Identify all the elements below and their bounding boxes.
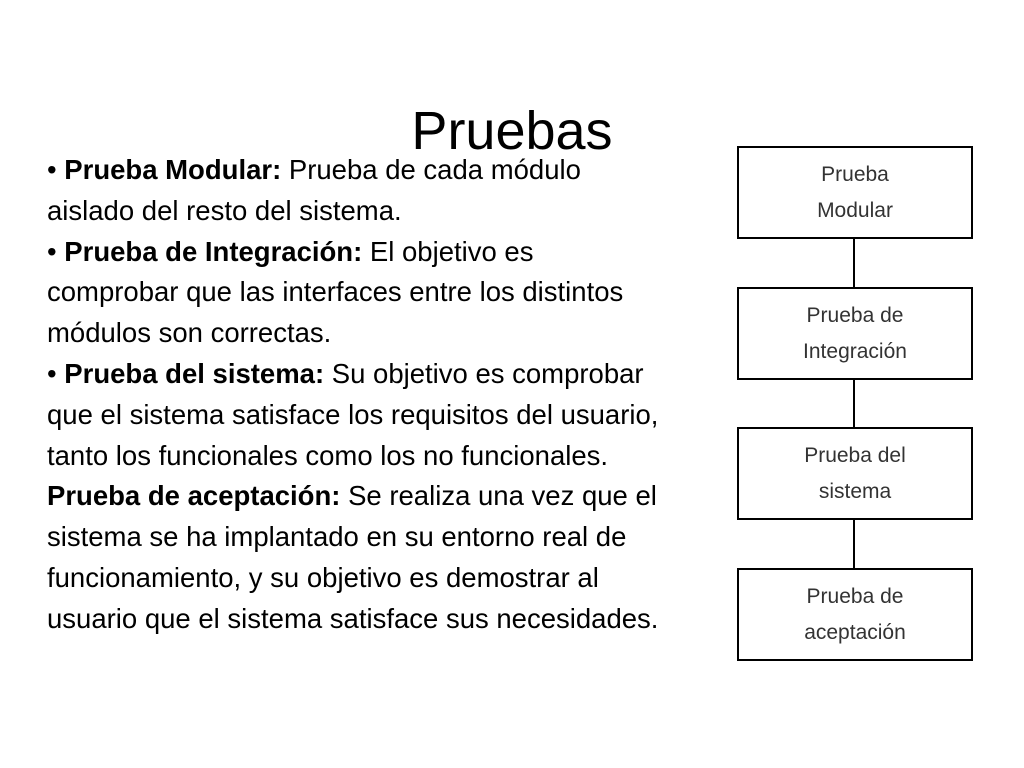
flow-box-label-line2: aceptación — [804, 620, 906, 644]
flow-box-label-line1: Prueba de — [806, 303, 904, 327]
bullet: • — [47, 235, 65, 267]
description-prueba-integracion: El objetivo es comprobar que las interfa… — [47, 235, 624, 349]
paragraph-prueba-sistema: • Prueba del sistema: Su objetivo es com… — [47, 354, 667, 476]
flow-box-label-line2: Modular — [817, 198, 893, 222]
paragraph-prueba-integracion: • Prueba de Integración: El objetivo es … — [47, 232, 667, 354]
slide-title: Pruebas — [411, 101, 613, 162]
flow-connector — [853, 239, 855, 287]
bullet: • — [47, 357, 65, 389]
flow-connector — [853, 380, 855, 427]
flow-box-label-line1: Prueba del — [804, 443, 906, 467]
flow-box-label-line1: Prueba — [821, 162, 889, 186]
flow-box-label-line1: Prueba de — [806, 584, 904, 608]
bullet: • — [47, 154, 65, 185]
term-prueba-aceptacion: Prueba de aceptación: — [47, 480, 341, 512]
term-prueba-integracion: Prueba de Integración: — [64, 235, 363, 267]
flow-box-label-line2: Integración — [803, 339, 907, 363]
slide-body: • Prueba Modular: Prueba de cada módulo … — [47, 150, 667, 640]
flow-box-prueba-modular: Prueba Modular — [737, 146, 973, 239]
description-prueba-aceptacion: Se realiza una vez que el sistema se ha … — [47, 480, 659, 634]
flow-box-prueba-aceptacion: Prueba de aceptación — [737, 568, 973, 661]
term-prueba-modular: Prueba Modular: — [64, 154, 282, 185]
flow-box-prueba-integracion: Prueba de Integración — [737, 287, 973, 380]
term-prueba-sistema: Prueba del sistema: — [64, 357, 325, 389]
flow-connector — [853, 520, 855, 568]
paragraph-prueba-modular: • Prueba Modular: Prueba de cada módulo … — [47, 150, 667, 232]
flow-box-label-line2: sistema — [818, 479, 892, 503]
description-prueba-sistema: Su objetivo es comprobar que el sistema … — [47, 357, 659, 471]
description-prueba-modular: Prueba de cada módulo aislado del resto … — [47, 154, 581, 226]
flow-box-prueba-sistema: Prueba del sistema — [737, 427, 973, 520]
paragraph-prueba-aceptacion: Prueba de aceptación: Se realiza una vez… — [47, 476, 667, 639]
